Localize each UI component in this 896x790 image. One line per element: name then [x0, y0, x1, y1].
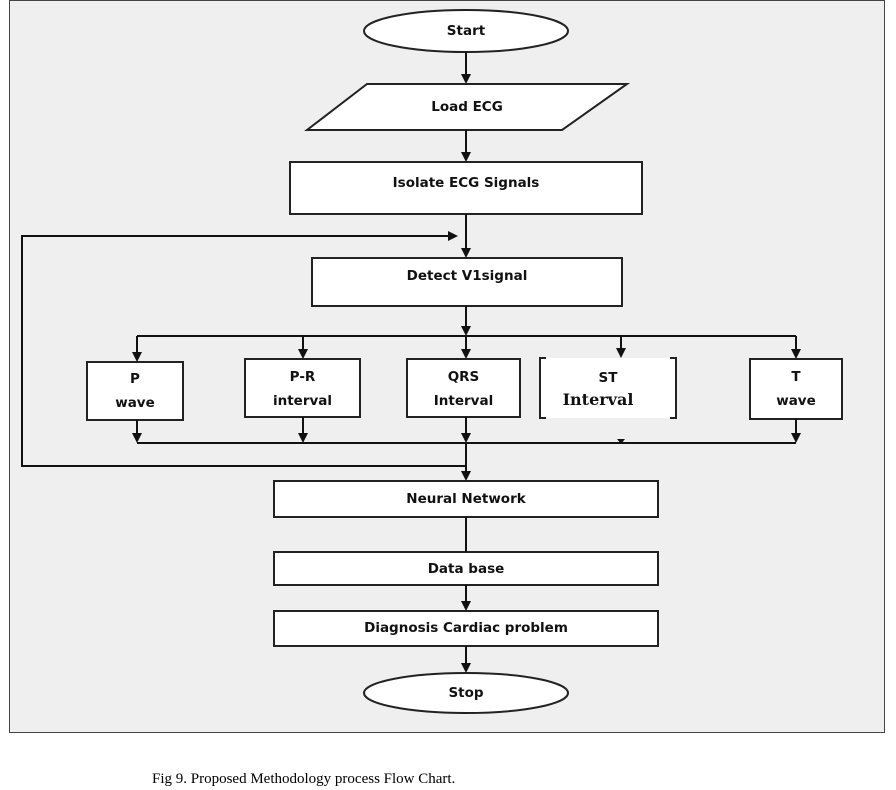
detect-v1-label: Detect V1signal: [406, 268, 528, 284]
load-ecg-label: Load ECG: [431, 99, 503, 115]
p-wave-label-line2: wave: [115, 395, 155, 411]
figure-caption: Fig 9. Proposed Methodology process Flow…: [152, 771, 456, 787]
st-interval-label-line1: ST: [598, 370, 618, 386]
t-wave-label-line1: T: [791, 369, 801, 385]
isolate-signals-label: Isolate ECG Signals: [392, 175, 540, 191]
stop-label: Stop: [448, 685, 484, 701]
load-ecg-io-shape: [304, 83, 631, 131]
st-interval-label-line2: Interval: [562, 390, 634, 409]
diagnosis-box: [273, 610, 659, 647]
start-label: Start: [446, 23, 486, 39]
pr-interval-label-line1: P-R: [289, 369, 316, 385]
neural-network-label: Neural Network: [406, 491, 526, 507]
isolate-signals-box: [289, 161, 643, 215]
feedback-loop-line: [21, 231, 466, 467]
p-wave-label-line1: P: [130, 371, 140, 387]
qrs-interval-label-line1: QRS: [447, 369, 480, 385]
pr-interval-box: [244, 358, 361, 418]
qrs-interval-label-line2: Interval: [433, 393, 494, 409]
detect-v1-box: [311, 257, 623, 307]
database-label: Data base: [427, 561, 505, 577]
p-wave-box: [86, 361, 184, 421]
diagnosis-label: Diagnosis Cardiac problem: [364, 620, 568, 636]
qrs-interval-box: [406, 358, 521, 418]
st-merge-marker: [617, 439, 625, 444]
st-interval-box: [539, 357, 677, 419]
t-wave-label-line2: wave: [776, 393, 816, 409]
stop-terminator: [363, 672, 569, 714]
pr-interval-label-line2: interval: [272, 393, 333, 409]
